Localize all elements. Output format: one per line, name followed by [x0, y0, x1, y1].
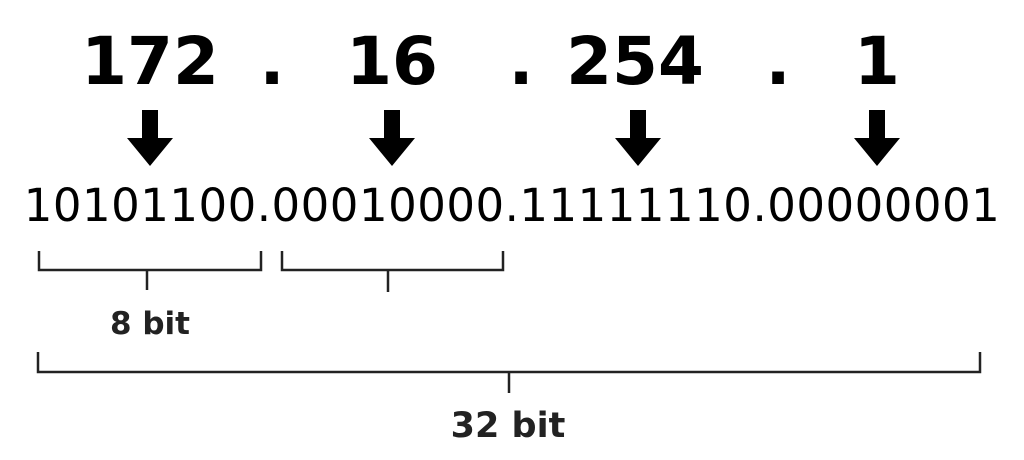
binary-address: 10101100.00010000.11111110.00000001	[23, 179, 1001, 232]
byte-bracket-2	[280, 251, 505, 272]
arrow-down-icon	[615, 110, 661, 166]
decimal-octet-3: 254	[566, 23, 704, 100]
decimal-octet-2: 16	[346, 23, 438, 100]
decimal-separator-3: .	[765, 23, 791, 100]
arrow-down-icon	[854, 110, 900, 166]
decimal-octet-1: 172	[81, 23, 219, 100]
byte-label: 8 bit	[110, 306, 190, 342]
byte-bracket-1	[37, 251, 263, 272]
total-bits-label: 32 bit	[450, 406, 566, 446]
decimal-separator-1: .	[259, 23, 285, 100]
arrow-down-icon	[127, 110, 173, 166]
arrow-down-icon	[369, 110, 415, 166]
total-bracket	[36, 352, 982, 374]
decimal-separator-2: .	[508, 23, 534, 100]
decimal-octet-4: 1	[854, 23, 900, 100]
